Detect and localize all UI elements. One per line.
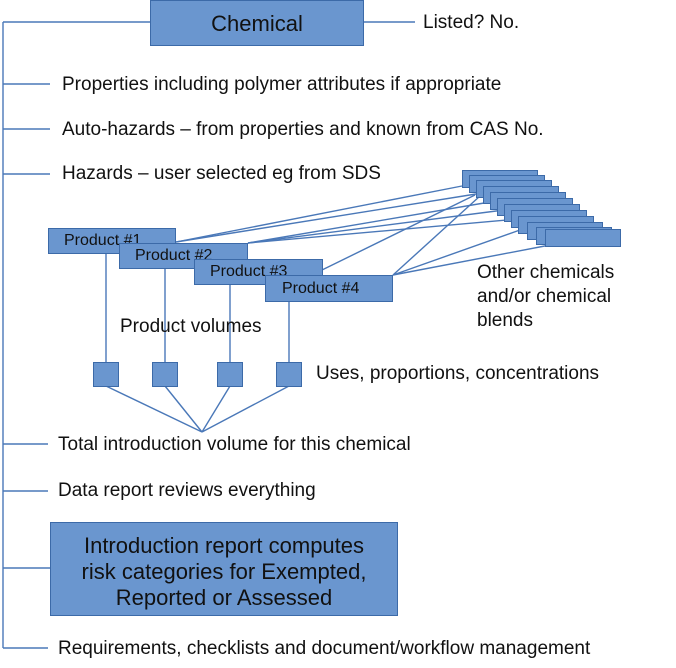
product-box-1: Product #1 xyxy=(48,228,176,254)
chemical-box: Chemical xyxy=(150,0,364,46)
introduction-report-line-1: Introduction report computes xyxy=(83,533,365,558)
introduction-report-line-2: risk categories for Exempted, xyxy=(81,559,367,584)
total-volume-label: Total introduction volume for this chemi… xyxy=(58,434,411,455)
other-chemical-box xyxy=(545,229,621,247)
other-chemicals-line-3: blends xyxy=(477,310,533,331)
chemical-title: Chemical xyxy=(211,11,303,36)
use-box-2 xyxy=(152,362,178,387)
use-box-3 xyxy=(217,362,243,387)
product-label-4: Product #4 xyxy=(282,280,360,297)
product-label-2: Product #2 xyxy=(135,247,213,264)
product-volumes-label: Product volumes xyxy=(120,316,262,337)
other-chemicals-line-1: Other chemicals xyxy=(477,262,615,283)
requirements-label: Requirements, checklists and document/wo… xyxy=(58,638,591,659)
properties-label: Properties including polymer attributes … xyxy=(62,74,502,95)
product-box-4: Product #4 xyxy=(265,275,393,302)
other-chemicals-line-2: and/or chemical xyxy=(477,286,612,307)
hazards-label: Hazards – user selected eg from SDS xyxy=(62,163,381,184)
use-box-4 xyxy=(276,362,302,387)
auto-hazards-label: Auto-hazards – from properties and known… xyxy=(62,119,544,140)
listed-status: Listed? No. xyxy=(423,12,520,33)
data-report-label: Data report reviews everything xyxy=(58,480,316,501)
introduction-report-box: Introduction report computes risk catego… xyxy=(50,522,398,616)
use-box-1 xyxy=(93,362,119,387)
introduction-report-line-3: Reported or Assessed xyxy=(115,585,333,610)
uses-label: Uses, proportions, concentrations xyxy=(316,363,600,384)
